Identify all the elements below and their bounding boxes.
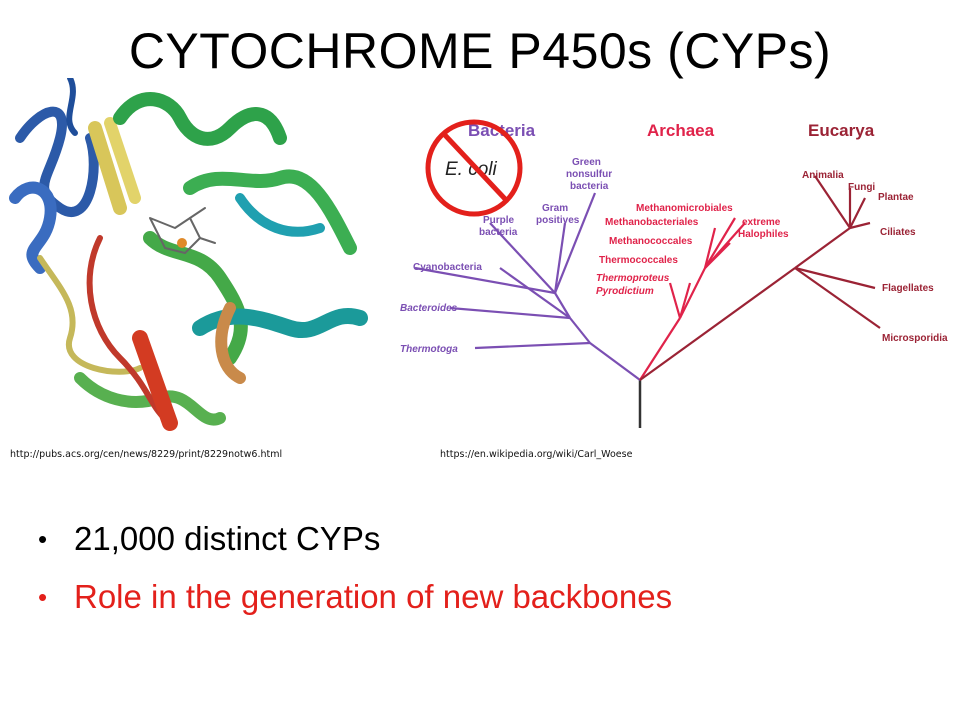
tree-image-credit[interactable]: https://en.wikipedia.org/wiki/Carl_Woese	[440, 449, 633, 460]
bullet-list: • 21,000 distinct CYPs • Role in the gen…	[38, 510, 672, 626]
leaf-fungi: Fungi	[848, 182, 875, 193]
leaf-bacteroides: Bacteroides	[400, 303, 458, 314]
bacteria-branches	[414, 192, 641, 381]
leaf-green-nonsulfur-1: Green	[572, 157, 601, 168]
eucarya-branches	[639, 175, 881, 381]
bullet-text: 21,000 distinct CYPs	[74, 520, 381, 557]
bullet-text: Role in the generation of new backbones	[74, 578, 673, 615]
leaf-purple-bacteria-1: Purple	[483, 215, 515, 226]
leaf-extreme-halophiles-1: extreme	[742, 217, 781, 228]
domain-archaea-label: Archaea	[647, 121, 715, 140]
leaf-plantae: Plantae	[878, 192, 914, 203]
leaf-green-nonsulfur-2: nonsulfur	[566, 169, 612, 180]
domain-eucarya-label: Eucarya	[808, 121, 875, 140]
protein-image-credit[interactable]: http://pubs.acs.org/cen/news/8229/print/…	[10, 449, 283, 460]
leaf-ciliates: Ciliates	[880, 227, 916, 238]
tree-of-life-diagram: Bacteria Archaea Eucarya Green nonsulfur…	[400, 119, 948, 428]
leaf-microsporidia: Microsporidia	[882, 333, 948, 344]
leaf-cyanobacteria: Cyanobacteria	[413, 262, 482, 273]
leaf-flagellates: Flagellates	[882, 283, 934, 294]
archaea-branches	[639, 217, 746, 381]
bullet-item: • 21,000 distinct CYPs	[38, 510, 672, 568]
leaf-animalia: Animalia	[802, 170, 844, 181]
leaf-methanococcales: Methanococcales	[609, 236, 693, 247]
bullet-dot-icon: •	[38, 524, 48, 554]
leaf-thermotoga: Thermotoga	[400, 344, 458, 355]
bullet-item: • Role in the generation of new backbone…	[38, 568, 672, 626]
leaf-thermococcales: Thermococcales	[599, 255, 678, 266]
leaf-green-nonsulfur-3: bacteria	[570, 181, 609, 192]
bullet-dot-icon: •	[38, 582, 48, 612]
leaf-methanobacteriales: Methanobacteriales	[605, 217, 699, 228]
protein-structure-image	[9, 78, 368, 431]
leaf-gram-positives-1: Gram	[542, 203, 568, 214]
prohibition-icon	[425, 119, 523, 217]
leaf-purple-bacteria-2: bacteria	[479, 227, 518, 238]
leaf-extreme-halophiles-2: Halophiles	[738, 229, 789, 240]
leaf-pyrodictium: Pyrodictium	[596, 286, 654, 297]
leaf-thermoproteus: Thermoproteus	[596, 273, 670, 284]
slide-title: CYTOCHROME P450s (CYPs)	[128, 23, 832, 79]
leaf-gram-positives-2: positives	[536, 215, 580, 226]
leaf-methanomicrobiales: Methanomicrobiales	[636, 203, 733, 214]
